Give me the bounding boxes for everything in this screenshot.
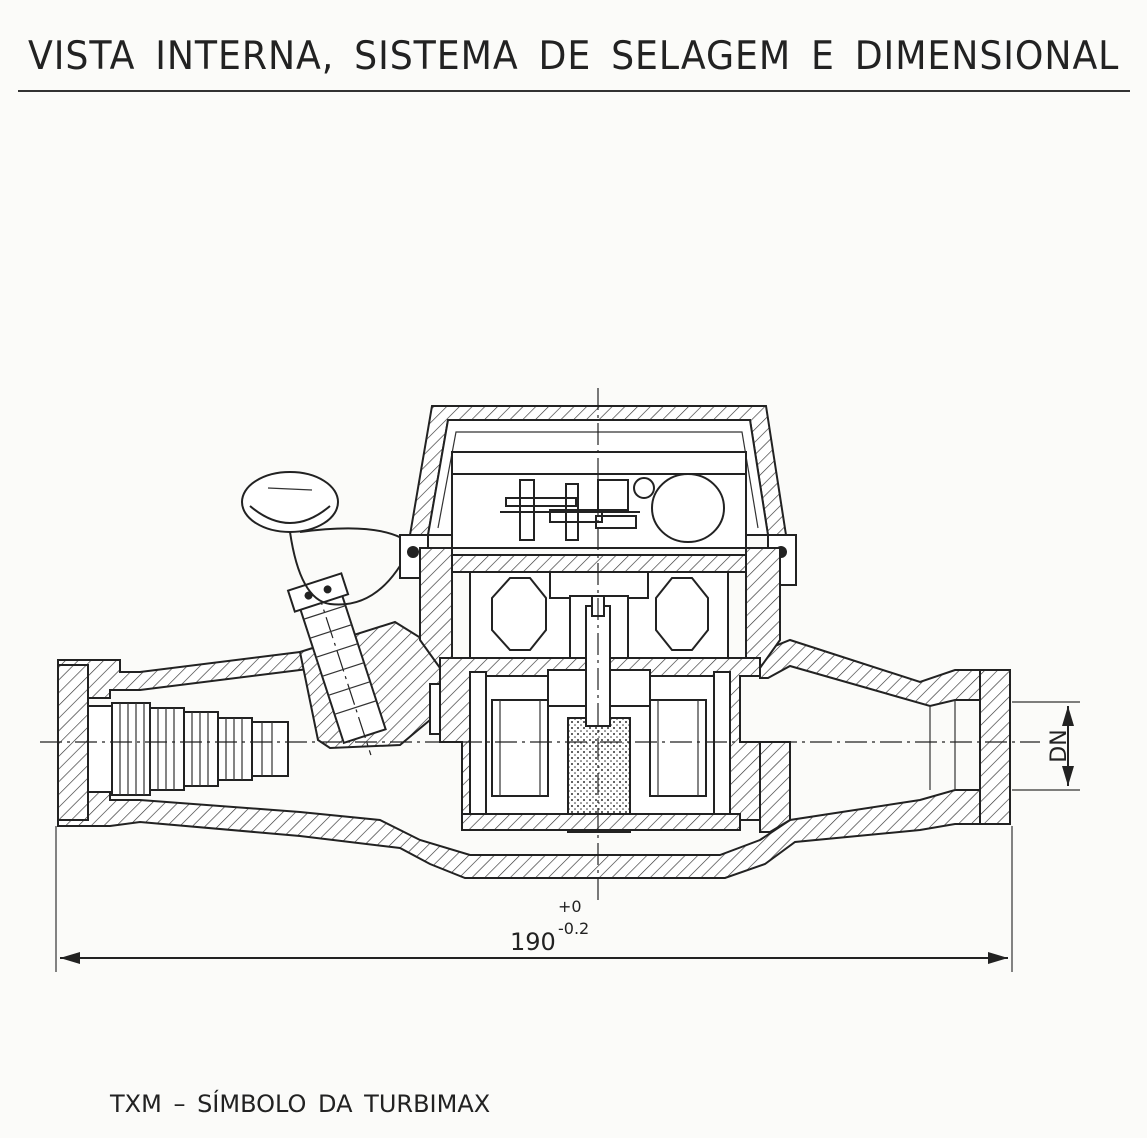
dn-dimension (1012, 701, 1080, 791)
figure-caption: TXM – SÍMBOLO DA TURBIMAX (110, 1090, 491, 1118)
tolerance-lower: -0.2 (558, 919, 589, 938)
register-base (419, 547, 781, 669)
seal-tag (241, 471, 416, 606)
title-underline (18, 90, 1130, 92)
tolerance-upper: +0 (558, 897, 582, 916)
length-value: 190 (510, 928, 556, 956)
inlet-strainer (87, 702, 289, 796)
dn-label: DN (1047, 729, 1072, 762)
page-title: VISTA INTERNA, SISTEMA DE SELAGEM E DIME… (28, 34, 1120, 79)
length-dimension (55, 826, 1013, 972)
turbine-chamber (439, 595, 761, 833)
meter-body (57, 638, 1011, 879)
